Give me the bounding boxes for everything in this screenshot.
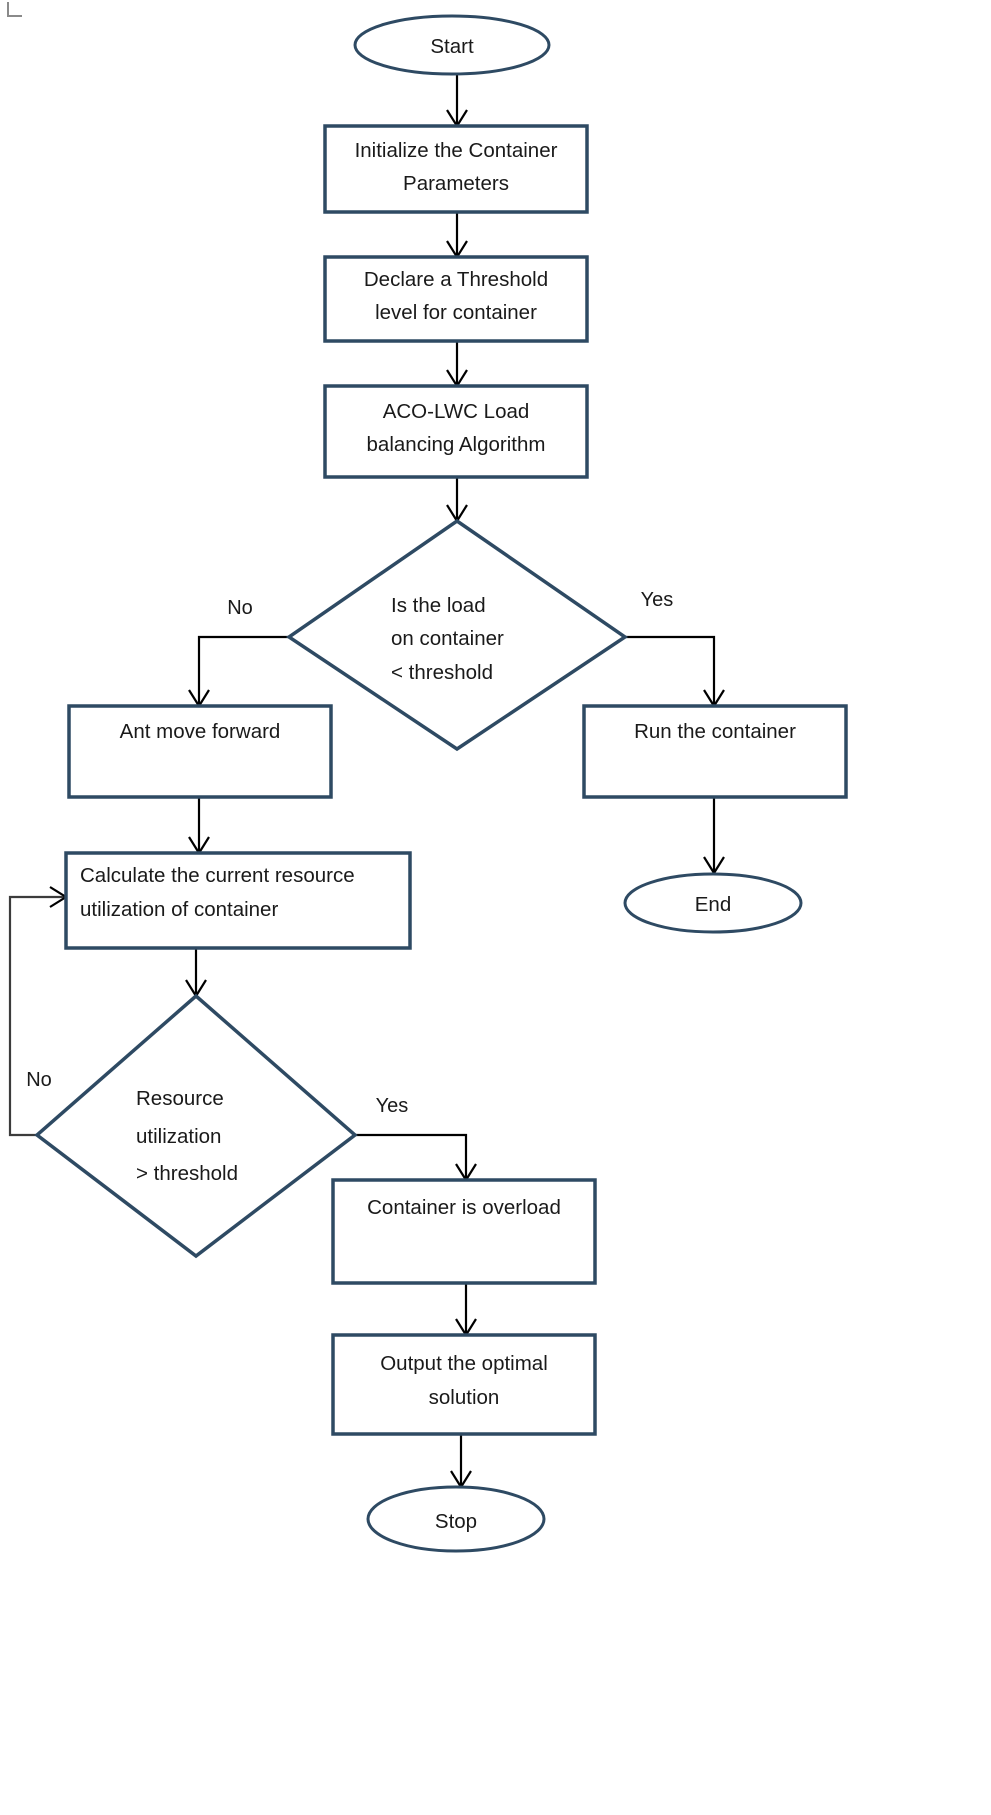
aco-label-line2: balancing Algorithm xyxy=(367,433,546,456)
connector-output-to-stop xyxy=(450,1434,472,1490)
resource-decision-line1: Resource xyxy=(136,1087,224,1110)
declare-threshold-box xyxy=(323,255,589,343)
stop-label: Stop xyxy=(435,1510,477,1533)
initialize-box xyxy=(323,124,589,214)
node-ant-move-forward[interactable]: Ant move forward xyxy=(67,704,333,799)
end-label: End xyxy=(695,893,731,916)
start-ellipse xyxy=(353,14,551,76)
connector-init-to-threshold xyxy=(446,212,468,260)
resource-decision-line2: utilization xyxy=(136,1125,221,1148)
initialize-label-line2: Parameters xyxy=(403,172,509,195)
run-container-box xyxy=(582,704,848,799)
connector-rescheck-no-loop-to-calcres xyxy=(8,886,69,1137)
calculate-resource-line2: utilization of container xyxy=(80,898,278,921)
edge-label-rescheck-no: No xyxy=(26,1069,52,1091)
aco-label-line1: ACO-LWC Load xyxy=(383,400,530,423)
edge-label-loadcheck-yes: Yes xyxy=(641,589,674,611)
connector-calcres-to-rescheck xyxy=(185,948,207,999)
calculate-resource-line1: Calculate the current resource xyxy=(80,864,355,887)
connector-loadcheck-no-to-antmove xyxy=(188,635,289,709)
node-stop[interactable]: Stop xyxy=(366,1485,546,1553)
container-overload-label: Container is overload xyxy=(367,1196,561,1219)
output-solution-line1: Output the optimal xyxy=(380,1352,548,1375)
load-decision-line3: < threshold xyxy=(391,661,493,684)
load-decision-line2: on container xyxy=(391,627,504,650)
stop-ellipse xyxy=(366,1485,546,1553)
resource-decision-line3: > threshold xyxy=(136,1162,238,1185)
container-overload-box xyxy=(331,1178,597,1285)
calculate-resource-box xyxy=(64,851,412,950)
node-end[interactable]: End xyxy=(623,872,803,934)
ant-move-label: Ant move forward xyxy=(120,720,281,743)
node-declare-threshold[interactable]: Declare a Threshold level for container xyxy=(323,255,589,343)
node-calculate-resource-utilization[interactable]: Calculate the current resource utilizati… xyxy=(64,851,412,950)
run-container-label: Run the container xyxy=(634,720,796,743)
declare-threshold-label-line1: Declare a Threshold xyxy=(364,268,548,291)
node-container-is-overload[interactable]: Container is overload xyxy=(331,1178,597,1285)
node-aco-lwc-algorithm[interactable]: ACO-LWC Load balancing Algorithm xyxy=(323,384,589,479)
connector-threshold-to-aco xyxy=(446,341,468,389)
connector-loadcheck-yes-to-runcontainer xyxy=(625,635,725,709)
load-decision-diamond xyxy=(285,518,629,752)
resource-decision-diamond xyxy=(34,993,358,1259)
connector-antmove-to-calcres xyxy=(188,797,210,856)
initialize-label-line1: Initialize the Container xyxy=(355,139,558,162)
load-decision-line1: Is the load xyxy=(391,594,486,617)
node-output-optimal-solution[interactable]: Output the optimal solution xyxy=(331,1333,597,1436)
connector-overload-to-output xyxy=(455,1283,477,1338)
node-decision-load-lt-threshold[interactable]: Is the load on container < threshold xyxy=(285,518,629,752)
output-solution-line2: solution xyxy=(429,1386,500,1409)
node-initialize-container-parameters[interactable]: Initialize the Container Parameters xyxy=(323,124,589,214)
end-ellipse xyxy=(623,872,803,934)
connector-start-to-init xyxy=(446,74,468,129)
connector-runcontainer-to-end xyxy=(703,797,725,876)
node-decision-resource-gt-threshold[interactable]: Resource utilization > threshold xyxy=(34,993,358,1259)
edge-label-loadcheck-no: No xyxy=(227,597,253,619)
connector-rescheck-yes-to-overload xyxy=(355,1133,477,1183)
start-label: Start xyxy=(430,35,474,58)
edge-label-rescheck-yes: Yes xyxy=(376,1095,409,1117)
declare-threshold-label-line2: level for container xyxy=(375,301,537,324)
connector-aco-to-loadcheck xyxy=(446,477,468,524)
node-run-the-container[interactable]: Run the container xyxy=(582,704,848,799)
ant-move-box xyxy=(67,704,333,799)
node-start[interactable]: Start xyxy=(353,14,551,76)
aco-box xyxy=(323,384,589,479)
output-solution-box xyxy=(331,1333,597,1436)
crop-corner-mark xyxy=(7,2,22,17)
